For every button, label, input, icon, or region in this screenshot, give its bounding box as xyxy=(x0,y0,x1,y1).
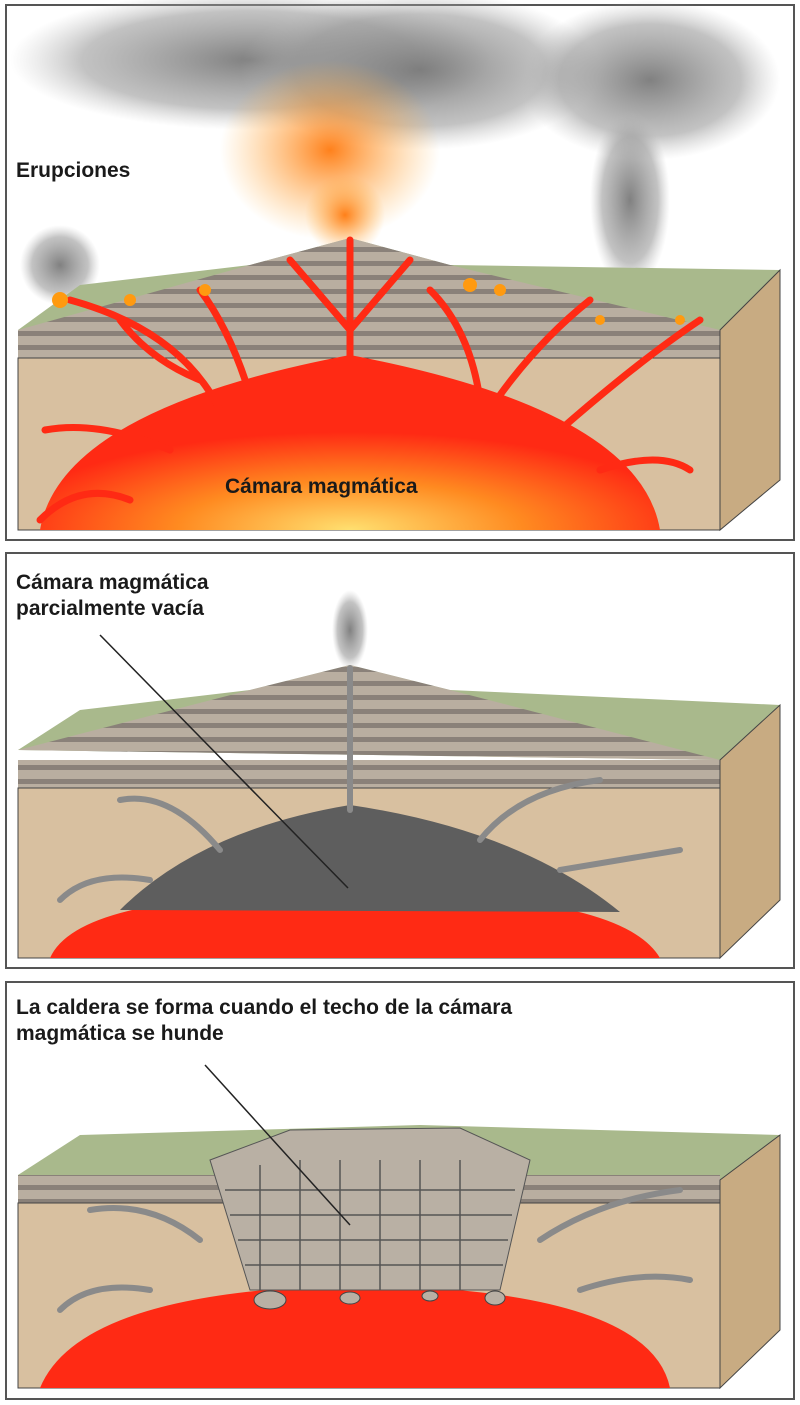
rock-strata xyxy=(18,760,720,788)
label-eruptions: Erupciones xyxy=(16,159,131,182)
panel-eruption xyxy=(5,0,795,541)
empty-chamber xyxy=(120,805,620,912)
label-partially-empty: Cámara magmática parcialmente vacía xyxy=(16,570,209,622)
panel-partially-empty xyxy=(5,552,795,969)
label-magma-chamber: Cámara magmática xyxy=(225,475,418,498)
leader-line xyxy=(204,1064,351,1226)
magma-dikes xyxy=(36,236,704,524)
block-side xyxy=(719,268,781,532)
magma-chamber xyxy=(40,355,660,530)
label-line-1: La caldera se forma cuando el techo de l… xyxy=(16,996,513,1019)
magma-chamber xyxy=(40,1285,670,1388)
label-caldera-forms: La caldera se forma cuando el techo de l… xyxy=(16,995,512,1047)
block-side xyxy=(719,1134,781,1390)
label-line-1: Cámara magmática xyxy=(16,571,209,594)
steam-plume xyxy=(332,590,368,670)
falling-blocks xyxy=(253,1290,506,1310)
block-side xyxy=(719,703,781,960)
label-line-2: magmática se hunde xyxy=(16,1022,224,1045)
empty-dikes xyxy=(57,665,683,903)
collapsed-roof-blocks xyxy=(209,1127,531,1291)
block-fractures xyxy=(225,1160,515,1290)
rock-strata xyxy=(18,330,720,358)
panel-caldera-collapse xyxy=(5,981,795,1400)
volcano-cone xyxy=(18,238,720,330)
volcano-cone xyxy=(18,665,720,760)
leader-line xyxy=(99,634,349,889)
lava-fountains xyxy=(52,278,685,325)
empty-dikes xyxy=(57,1187,693,1313)
label-line-2: parcialmente vacía xyxy=(16,597,204,620)
